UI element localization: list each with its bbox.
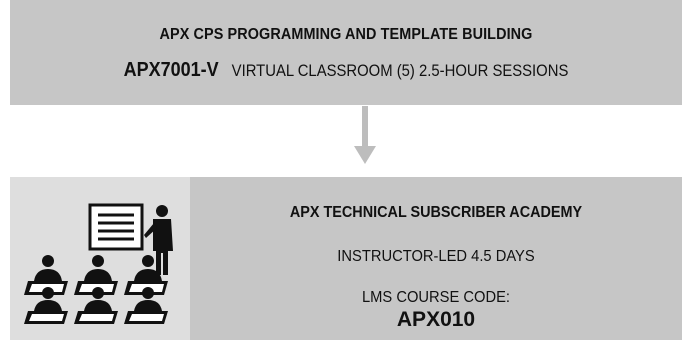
academy-title: APX TECHNICAL SUBSCRIBER ACADEMY	[289, 204, 583, 221]
prerequisite-course-title: APX CPS PROGRAMMING AND TEMPLATE BUILDIN…	[159, 26, 533, 43]
prerequisite-course-box: APX CPS PROGRAMMING AND TEMPLATE BUILDIN…	[10, 0, 682, 105]
academy-course-box: APX TECHNICAL SUBSCRIBER ACADEMY INSTRUC…	[190, 177, 682, 340]
whiteboard-icon	[88, 203, 144, 251]
classroom-icon-panel	[10, 177, 190, 340]
delivery-format: INSTRUCTOR-LED 4.5 DAYS	[337, 248, 535, 265]
prerequisite-course-description: VIRTUAL CLASSROOM (5) 2.5-HOUR SESSIONS	[231, 62, 569, 80]
arrow-down-icon	[354, 106, 376, 164]
lms-course-code: APX010	[396, 308, 476, 331]
lms-course-code-label: LMS COURSE CODE:	[361, 289, 511, 306]
instructor-icon	[144, 205, 173, 275]
student-icon	[24, 287, 68, 324]
prerequisite-course-code: APX7001-V	[123, 59, 219, 81]
classroom-icon	[24, 203, 173, 324]
student-icon	[74, 287, 118, 324]
student-icon	[124, 287, 168, 324]
prerequisite-course-line: APX7001-V VIRTUAL CLASSROOM (5) 2.5-HOUR…	[44, 59, 649, 82]
